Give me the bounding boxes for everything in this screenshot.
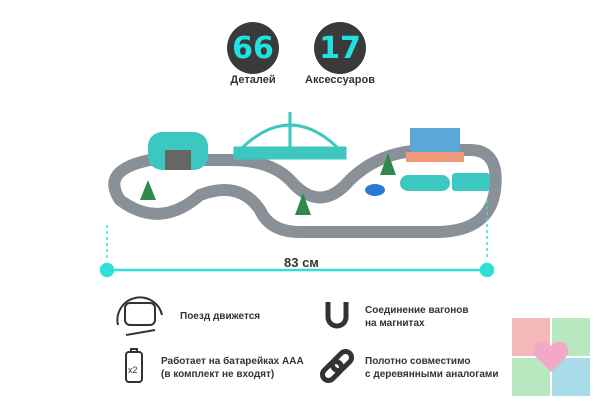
puzzle-logo [512,318,590,396]
length-dimension-label: 83 см [284,255,319,270]
chain-link-icon [319,348,355,384]
dimension-line [99,200,495,278]
feature-aaa-batteries: Работает на батарейках ААА (в комплект н… [161,356,304,380]
train [365,173,490,196]
feature-train-moves: Поезд движется [180,311,261,322]
parts-count: 66 [232,30,274,66]
battery-x2-icon: x2 [125,348,143,383]
feature-wooden-compatible: Полотно совместимо с деревянными аналога… [365,356,499,380]
parts-count-badge: 66 [227,22,279,74]
accessories-count: 17 [319,30,361,66]
track-layout [108,144,502,238]
svg-text:x2: x2 [128,365,138,375]
parts-label: Деталей [230,74,276,86]
tunnel [148,132,208,170]
bridge [233,112,347,160]
station-building [406,128,464,162]
feature-magnetic-coupling: Соединение вагонов на магнитах [365,305,469,329]
accessories-label: Аксессуаров [305,74,375,86]
accessories-count-badge: 17 [314,22,366,74]
magnet-icon [325,302,349,329]
trees [140,153,396,215]
train-icon [116,296,163,336]
